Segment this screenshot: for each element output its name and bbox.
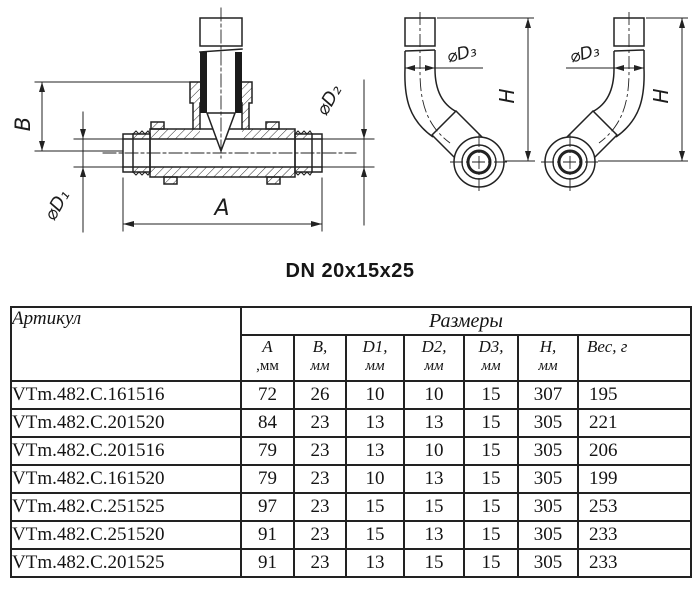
dim-label-d2: ⌀D₂ xyxy=(312,81,346,119)
value-cell: 13 xyxy=(403,520,465,550)
value-cell: 199 xyxy=(577,464,692,494)
article-cell: VTm.482.C.161516 xyxy=(10,380,242,410)
col-header-d2: D2, мм xyxy=(403,334,465,382)
article-cell: VTm.482.C.201525 xyxy=(10,548,242,578)
value-cell: 15 xyxy=(345,520,405,550)
dimensions-table: Артикул Размеры A ,мм B, мм D1, мм D2, м… xyxy=(10,306,692,578)
value-cell: 253 xyxy=(577,492,692,522)
article-cell: VTm.482.C.251520 xyxy=(10,520,242,550)
value-cell: 221 xyxy=(577,408,692,438)
value-cell: 10 xyxy=(403,436,465,466)
article-cell: VTm.482.C.201520 xyxy=(10,408,242,438)
dn-caption: DN 20x15x25 xyxy=(285,260,415,282)
value-cell: 15 xyxy=(403,548,465,578)
value-cell: 23 xyxy=(293,408,347,438)
value-cell: 13 xyxy=(345,408,405,438)
value-cell: 26 xyxy=(293,380,347,410)
value-cell: 305 xyxy=(517,548,579,578)
sizes-group-header: Размеры xyxy=(240,306,692,336)
value-cell: 206 xyxy=(577,436,692,466)
value-cell: 23 xyxy=(293,548,347,578)
value-cell: 15 xyxy=(463,380,519,410)
value-cell: 307 xyxy=(517,380,579,410)
dim-label-h-left: H xyxy=(495,88,519,103)
value-cell: 10 xyxy=(403,380,465,410)
value-cell: 15 xyxy=(463,548,519,578)
value-cell: 13 xyxy=(403,464,465,494)
dim-label-d3-right: ⌀D₃ xyxy=(568,41,602,68)
article-header: Артикул xyxy=(10,306,242,382)
value-cell: 72 xyxy=(240,380,295,410)
value-cell: 233 xyxy=(577,548,692,578)
dim-label-b: B xyxy=(11,117,35,131)
value-cell: 10 xyxy=(345,380,405,410)
value-cell: 79 xyxy=(240,464,295,494)
value-cell: 195 xyxy=(577,380,692,410)
value-cell: 305 xyxy=(517,492,579,522)
dim-label-d3-left: ⌀D₃ xyxy=(445,41,479,68)
col-header-d1: D1, мм xyxy=(345,334,405,382)
value-cell: 15 xyxy=(345,492,405,522)
col-header-h: H, мм xyxy=(517,334,579,382)
value-cell: 91 xyxy=(240,520,295,550)
value-cell: 15 xyxy=(463,436,519,466)
dim-label-h-right: H xyxy=(649,88,673,103)
value-cell: 79 xyxy=(240,436,295,466)
tee-fitting-view xyxy=(34,7,375,233)
value-cell: 233 xyxy=(577,520,692,550)
value-cell: 15 xyxy=(463,520,519,550)
value-cell: 15 xyxy=(463,408,519,438)
elbow-view-1 xyxy=(404,12,535,192)
value-cell: 13 xyxy=(345,436,405,466)
dim-label-a: A xyxy=(212,196,229,221)
value-cell: 15 xyxy=(463,464,519,494)
value-cell: 13 xyxy=(403,408,465,438)
col-header-a: A ,мм xyxy=(240,334,295,382)
value-cell: 305 xyxy=(517,408,579,438)
col-header-b: B, мм xyxy=(293,334,347,382)
value-cell: 15 xyxy=(403,492,465,522)
value-cell: 23 xyxy=(293,492,347,522)
value-cell: 15 xyxy=(463,492,519,522)
value-cell: 91 xyxy=(240,548,295,578)
article-cell: VTm.482.C.201516 xyxy=(10,436,242,466)
article-cell: VTm.482.C.251525 xyxy=(10,492,242,522)
value-cell: 97 xyxy=(240,492,295,522)
value-cell: 84 xyxy=(240,408,295,438)
value-cell: 305 xyxy=(517,436,579,466)
technical-drawing: B ⌀D₁ ⌀D₂ A ⌀D₃ H ⌀D₃ H xyxy=(0,0,700,250)
dim-label-d1: ⌀D₁ xyxy=(40,186,74,224)
article-cell: VTm.482.C.161520 xyxy=(10,464,242,494)
value-cell: 10 xyxy=(345,464,405,494)
value-cell: 305 xyxy=(517,520,579,550)
value-cell: 23 xyxy=(293,464,347,494)
col-header-weight: Вес, г xyxy=(577,334,692,382)
value-cell: 23 xyxy=(293,436,347,466)
value-cell: 23 xyxy=(293,520,347,550)
value-cell: 13 xyxy=(345,548,405,578)
elbow-view-2 xyxy=(541,12,688,192)
col-header-d3: D3, мм xyxy=(463,334,519,382)
value-cell: 305 xyxy=(517,464,579,494)
